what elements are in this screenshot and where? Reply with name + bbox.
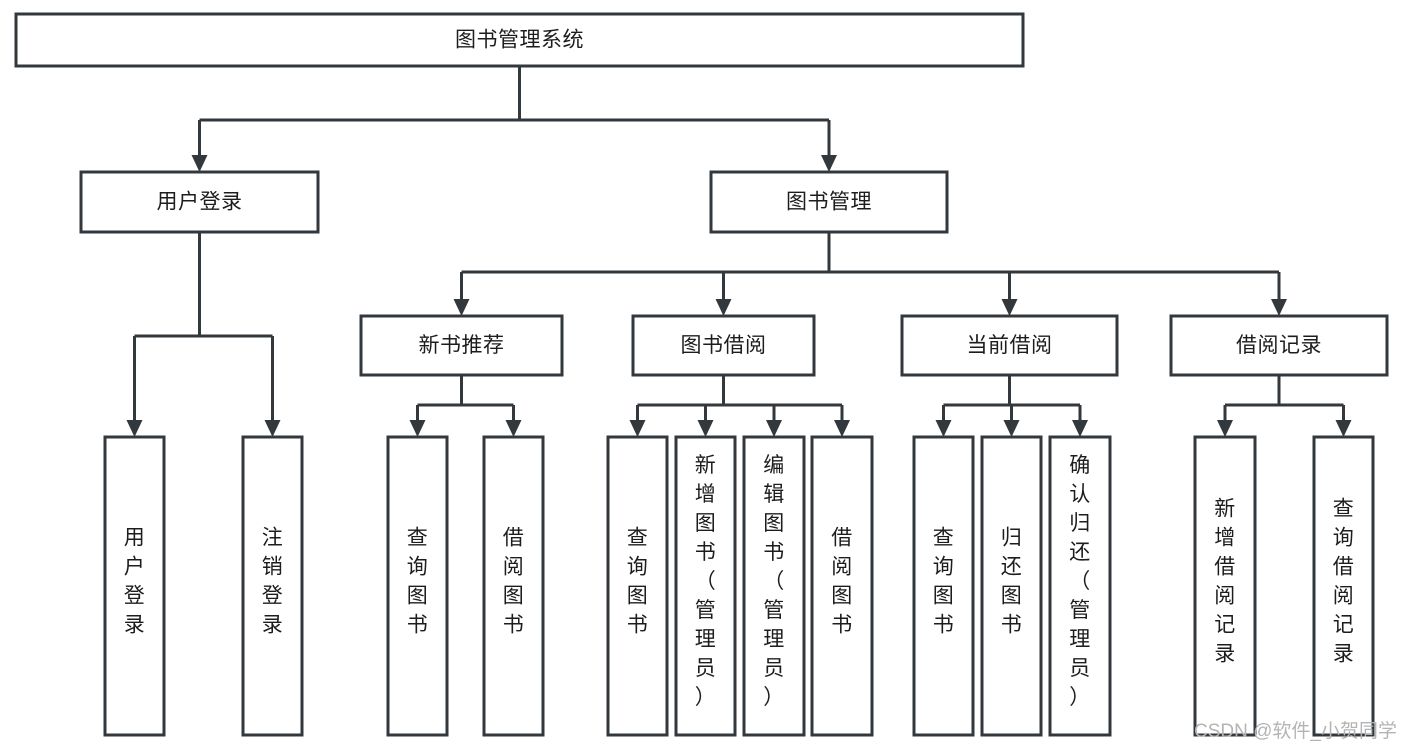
- arrow-head-icon: [766, 420, 782, 437]
- node-box-records-add-record: [1193, 435, 1257, 737]
- arrow-head-icon: [264, 420, 281, 437]
- node-recommend-query-book[interactable]: 查询图书: [386, 435, 449, 737]
- node-box-current-query-book: [912, 435, 975, 737]
- arrow-head-icon: [1271, 299, 1287, 316]
- arrow-head-icon: [453, 299, 470, 316]
- arrow-head-icon: [1072, 420, 1088, 437]
- node-label-borrow-records: 借阅记录: [1236, 334, 1322, 357]
- node-box-records-query-record: [1312, 435, 1375, 737]
- node-label-user-login-logout: 注销登录: [262, 527, 284, 637]
- node-label-new-book-recommend: 新书推荐: [419, 334, 505, 357]
- arrow-head-icon: [1335, 420, 1352, 437]
- node-box-current-confirm-return-admin: [1048, 435, 1112, 737]
- arrow-head-icon: [629, 420, 646, 437]
- node-borrow-records[interactable]: 借阅记录: [1169, 314, 1389, 377]
- connector-layer: [126, 66, 1352, 437]
- node-label-borrow-add-book-admin: 新增图书（管理员）: [695, 454, 717, 709]
- node-records-query-record[interactable]: 查询借阅记录: [1312, 435, 1375, 737]
- node-label-current-return-book: 归还图书: [1001, 527, 1023, 637]
- arrow-head-icon: [821, 155, 837, 172]
- node-borrow-borrow-book[interactable]: 借阅图书: [810, 435, 874, 737]
- node-label-book-borrow: 图书借阅: [681, 334, 767, 357]
- arrow-head-icon: [409, 420, 426, 437]
- node-label-root: 图书管理系统: [455, 29, 584, 52]
- node-current-return-book[interactable]: 归还图书: [980, 435, 1043, 737]
- node-label-user-login-login: 用户登录: [124, 527, 146, 637]
- node-label-current-query-book: 查询图书: [933, 527, 955, 637]
- node-root[interactable]: 图书管理系统: [14, 12, 1025, 68]
- node-box-recommend-borrow-book: [482, 435, 545, 737]
- node-box-book-management: [709, 170, 949, 234]
- node-box-current-return-book: [980, 435, 1043, 737]
- node-book-management[interactable]: 图书管理: [709, 170, 949, 234]
- arrow-head-icon: [935, 420, 952, 437]
- node-box-borrow-borrow-book: [810, 435, 874, 737]
- node-records-add-record[interactable]: 新增借阅记录: [1193, 435, 1257, 737]
- node-box-borrow-edit-book-admin: [742, 435, 806, 737]
- arrow-head-icon: [505, 420, 522, 437]
- node-borrow-edit-book-admin[interactable]: 编辑图书（管理员）: [742, 435, 806, 737]
- node-current-query-book[interactable]: 查询图书: [912, 435, 975, 737]
- node-recommend-borrow-book[interactable]: 借阅图书: [482, 435, 545, 737]
- node-label-recommend-query-book: 查询图书: [407, 527, 429, 637]
- arrow-head-icon: [1217, 420, 1233, 437]
- node-box-user-login-login: [103, 435, 166, 737]
- node-box-user-login: [79, 170, 320, 234]
- node-label-user-login: 用户登录: [157, 191, 243, 214]
- node-user-login[interactable]: 用户登录: [79, 170, 320, 234]
- node-box-borrow-add-book-admin: [674, 435, 737, 737]
- node-new-book-recommend[interactable]: 新书推荐: [359, 314, 564, 377]
- arrow-head-icon: [126, 420, 143, 437]
- node-box-root: [14, 12, 1025, 68]
- node-box-recommend-query-book: [386, 435, 449, 737]
- node-label-current-borrow: 当前借阅: [967, 334, 1053, 357]
- arrow-head-icon: [1003, 420, 1020, 437]
- node-box-current-borrow: [900, 314, 1119, 377]
- node-label-records-query-record: 查询借阅记录: [1333, 498, 1355, 666]
- node-book-borrow[interactable]: 图书借阅: [631, 314, 816, 377]
- node-borrow-add-book-admin[interactable]: 新增图书（管理员）: [674, 435, 737, 737]
- node-label-records-add-record: 新增借阅记录: [1214, 498, 1236, 666]
- node-label-current-confirm-return-admin: 确认归还（管理员）: [1069, 454, 1091, 709]
- watermark-label: CSDN @软件_小贺同学: [1194, 721, 1397, 742]
- node-box-user-login-logout: [241, 435, 304, 737]
- node-box-borrow-records: [1169, 314, 1389, 377]
- node-box-book-borrow: [631, 314, 816, 377]
- arrow-head-icon: [715, 299, 732, 316]
- node-box-borrow-query-book: [606, 435, 669, 737]
- node-borrow-query-book[interactable]: 查询图书: [606, 435, 669, 737]
- node-user-login-login[interactable]: 用户登录: [103, 435, 166, 737]
- node-label-borrow-edit-book-admin: 编辑图书（管理员）: [763, 454, 785, 709]
- node-user-login-logout[interactable]: 注销登录: [241, 435, 304, 737]
- node-current-confirm-return-admin[interactable]: 确认归还（管理员）: [1048, 435, 1112, 737]
- node-label-borrow-borrow-book: 借阅图书: [831, 527, 853, 637]
- arrow-head-icon: [697, 420, 714, 437]
- arrow-head-icon: [834, 420, 850, 437]
- arrow-head-icon: [1001, 299, 1018, 316]
- node-layer: 图书管理系统用户登录用户登录注销登录图书管理新书推荐查询图书借阅图书图书借阅查询…: [14, 12, 1389, 737]
- node-current-borrow[interactable]: 当前借阅: [900, 314, 1119, 377]
- node-box-new-book-recommend: [359, 314, 564, 377]
- arrow-head-icon: [191, 155, 208, 172]
- node-label-book-management: 图书管理: [786, 191, 872, 214]
- node-label-borrow-query-book: 查询图书: [627, 527, 649, 637]
- node-label-recommend-borrow-book: 借阅图书: [503, 527, 525, 637]
